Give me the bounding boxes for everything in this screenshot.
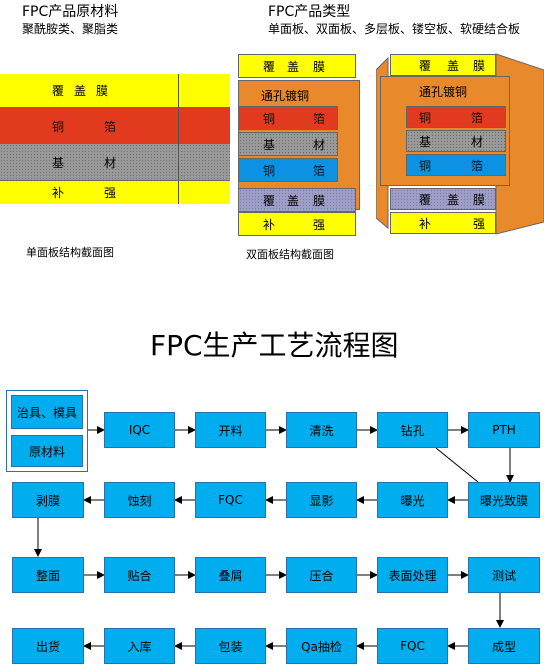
- double-top-coverlay-label-3: 膜: [313, 59, 326, 74]
- double-substrate-layer: 基 材: [238, 132, 338, 156]
- step-developing-box: 显影: [286, 482, 357, 518]
- hollow-stiffener-label-1: 补: [419, 216, 432, 231]
- single-stiffener-label-2: 强: [104, 186, 117, 200]
- hollow-top-coverlay-layer: 覆 盖 膜: [390, 54, 496, 76]
- single-coverlay-label-2: 盖: [74, 84, 87, 98]
- flow-title: FPC生产工艺流程图: [150, 329, 399, 362]
- double-bottom-coverlay-layer: 覆 盖 膜: [238, 188, 356, 212]
- hollow-stiffener-layer: 补 强: [390, 212, 496, 234]
- single-copper-layer: 铜 箔: [0, 108, 230, 144]
- single-copper-label-1: 铜: [52, 119, 65, 134]
- hollow-stiffener-label-2: 强: [473, 216, 486, 231]
- single-substrate-layer: 基 材: [0, 144, 230, 180]
- input-block: 治具、模具 原材料: [6, 390, 88, 472]
- step-etching-box: 蚀刻: [104, 482, 175, 518]
- hollow-substrate-label-2: 材: [471, 134, 484, 149]
- step-testing-box: 测试: [468, 557, 540, 593]
- materials-title: FPC产品原材料: [22, 4, 119, 20]
- single-stiffener-label-1: 补: [52, 186, 65, 200]
- step-exposure-box: 曝光: [377, 482, 448, 518]
- step-surface-prep-box: 整面: [12, 557, 84, 593]
- double-bottom-copper-label-1: 铜: [263, 163, 276, 178]
- single-coverlay-label-3: 膜: [96, 84, 109, 98]
- hollow-top-coverlay-label-2: 盖: [447, 58, 460, 73]
- hollow-bottom-copper-label-2: 箔: [471, 158, 484, 173]
- types-subtitle: 单面板、双面板、多层板、镂空板、软硬结合板: [268, 22, 521, 36]
- double-bottom-copper-label-2: 箔: [313, 163, 326, 178]
- hollow-plating-label: 通孔镀铜: [419, 85, 468, 99]
- hollow-bottom-copper-label-1: 铜: [419, 158, 432, 173]
- double-stiffener-layer: 补 强: [238, 212, 356, 236]
- double-top-coverlay-label-1: 覆: [263, 59, 276, 74]
- double-bottom-coverlay-label-3: 膜: [313, 193, 326, 208]
- step-warehousing-box: 入库: [104, 628, 175, 664]
- step-fqc-box: FQC: [195, 482, 266, 518]
- double-bottom-copper-layer: 铜 箔: [238, 158, 338, 182]
- step-laminating-box: 贴合: [104, 557, 175, 593]
- hollow-bottom-coverlay-layer: 覆 盖 膜: [390, 188, 496, 210]
- hollow-board-diagram: 通孔镀铜 覆 盖 膜 铜 箔 基 材 铜 箔 覆 盖 膜 补 强: [376, 50, 544, 236]
- input-raw-material-box: 原材料: [11, 435, 83, 467]
- types-title: FPC产品类型: [268, 4, 351, 20]
- hollow-top-coverlay-label-1: 覆: [419, 58, 432, 73]
- step-stripping-box: 剥膜: [12, 482, 84, 518]
- double-sided-caption: 双面板结构截面图: [246, 248, 334, 261]
- step-shipping-box: 出货: [12, 628, 84, 664]
- single-stiffener-layer: 补 强: [0, 180, 230, 204]
- step-pth-box: PTH: [468, 412, 540, 448]
- single-coverlay-layer: 覆 盖 膜: [0, 74, 230, 108]
- hollow-bottom-coverlay-label-3: 膜: [473, 192, 486, 207]
- step-drilling-box: 钻孔: [377, 412, 448, 448]
- hollow-substrate-label-1: 基: [419, 134, 432, 149]
- step-cleaning-box: 清洗: [286, 412, 357, 448]
- single-copper-label-2: 箔: [104, 119, 117, 134]
- step-cutting-box: 开料: [195, 412, 266, 448]
- step-pressing-box: 压合: [286, 557, 357, 593]
- step-packing-box: 包装: [195, 628, 266, 664]
- step-iqc-box: IQC: [104, 412, 175, 448]
- step-surface-treatment-box: 表面处理: [377, 557, 448, 593]
- double-sided-diagram: 覆 盖 膜 通孔镀铜 铜 箔 基 材 铜 箔 覆 盖 膜 补 强: [238, 54, 360, 236]
- hollow-top-copper-label-1: 铜: [419, 110, 432, 125]
- double-substrate-label-1: 基: [263, 137, 276, 152]
- double-plating-label: 通孔镀铜: [261, 89, 310, 103]
- single-edge-line: [178, 74, 179, 204]
- double-stiffener-label-1: 补: [263, 217, 276, 232]
- step-qa-sampling-box: Qa抽检: [286, 628, 357, 664]
- double-top-coverlay-label-2: 盖: [287, 59, 300, 74]
- single-sided-caption: 单面板结构截面图: [26, 246, 114, 259]
- step-final-fqc-box: FQC: [377, 628, 448, 664]
- hollow-bottom-copper-layer: 铜 箔: [406, 154, 506, 176]
- materials-subtitle: 聚酰胺类、聚脂类: [22, 22, 119, 36]
- double-bottom-coverlay-label-1: 覆: [263, 193, 276, 208]
- double-top-copper-label-2: 箔: [313, 111, 326, 126]
- hollow-substrate-layer: 基 材: [406, 130, 506, 152]
- input-fixtures-box: 治具、模具: [11, 395, 83, 429]
- double-top-coverlay-layer: 覆 盖 膜: [238, 54, 356, 78]
- double-top-copper-label-1: 铜: [263, 111, 276, 126]
- hollow-top-copper-label-2: 箔: [471, 110, 484, 125]
- hollow-top-coverlay-label-3: 膜: [473, 58, 486, 73]
- hollow-bottom-coverlay-label-2: 盖: [447, 192, 460, 207]
- single-substrate-label-1: 基: [52, 155, 65, 170]
- step-exposure-film-box: 曝光致膜: [468, 482, 540, 518]
- single-coverlay-label-1: 覆: [52, 84, 65, 98]
- double-top-copper-layer: 铜 箔: [238, 106, 338, 130]
- single-substrate-label-2: 材: [104, 155, 117, 170]
- hollow-top-copper-layer: 铜 箔: [406, 106, 506, 128]
- double-stiffener-label-2: 强: [313, 217, 326, 232]
- single-sided-diagram: 覆 盖 膜 铜 箔 基 材 补 强: [0, 74, 230, 204]
- double-bottom-coverlay-label-2: 盖: [287, 193, 300, 208]
- step-stacking-box: 叠屑: [195, 557, 266, 593]
- step-forming-box: 成型: [468, 628, 540, 664]
- double-substrate-label-2: 材: [313, 137, 326, 152]
- hollow-bottom-coverlay-label-1: 覆: [419, 192, 432, 207]
